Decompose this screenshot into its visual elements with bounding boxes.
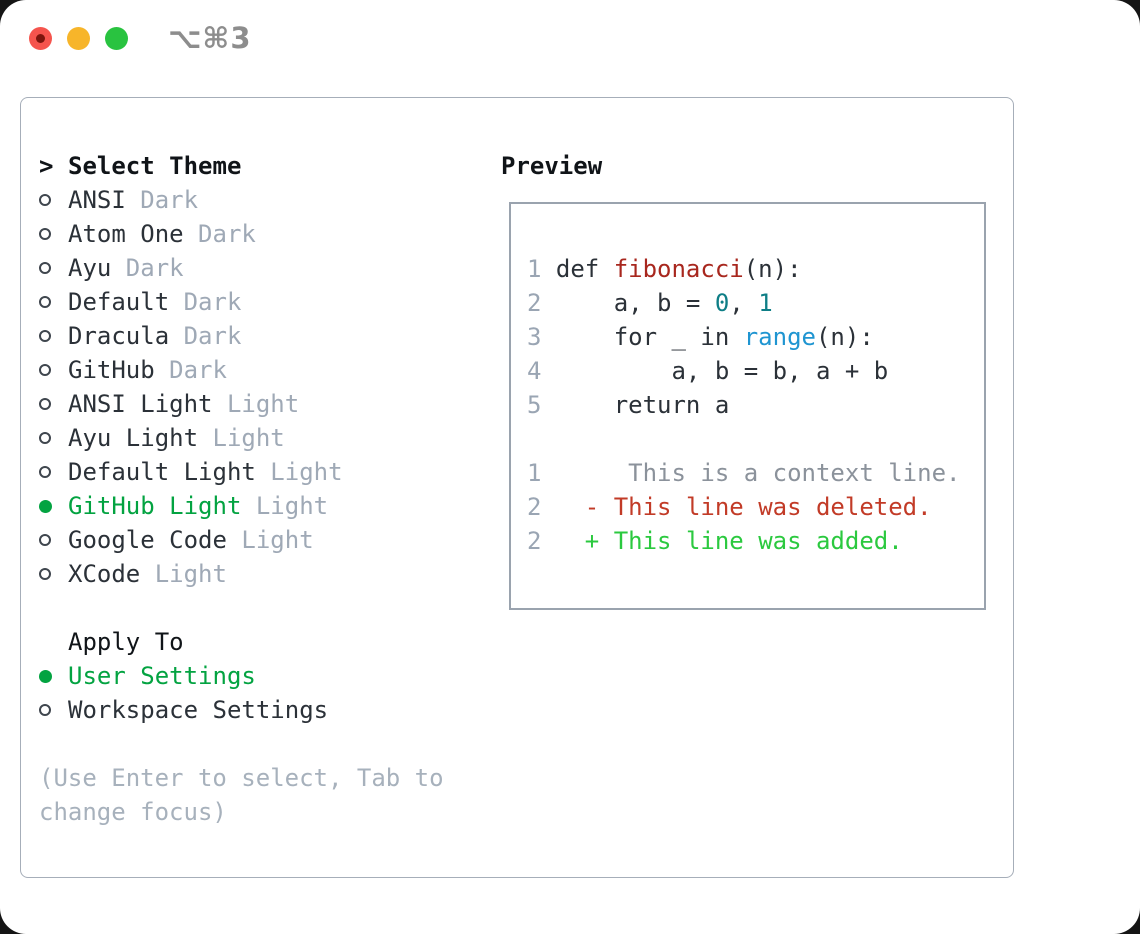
radio-icon <box>39 364 68 376</box>
window-title: ⌥⌘3 <box>168 21 252 55</box>
option-label: ANSI Light <box>68 390 213 418</box>
help-line-2: change focus) <box>39 798 227 826</box>
radio-icon <box>39 568 68 580</box>
line-number: 1 <box>527 459 542 487</box>
window-titlebar: ⌥⌘3 <box>0 0 1140 78</box>
apply-to-option[interactable]: User Settings <box>39 659 491 693</box>
apply-to-header: Apply To <box>39 625 491 659</box>
radio-icon <box>39 262 68 274</box>
option-tag: Dark <box>154 356 227 384</box>
option-tag: Dark <box>169 288 242 316</box>
code-line: 5 return a <box>527 388 960 422</box>
apply-to-title: Apply To <box>68 628 184 656</box>
option-label: Atom One <box>68 220 184 248</box>
code-line: 3 for _ in range(n): <box>527 320 960 354</box>
theme-option[interactable]: Ayu Light Light <box>39 421 491 455</box>
radio-selected-icon <box>39 499 68 513</box>
line-number: 3 <box>527 323 542 351</box>
line-number: 2 <box>527 527 542 555</box>
option-label: Ayu Light <box>68 424 199 452</box>
help-line-1: (Use Enter to select, Tab to <box>39 764 444 792</box>
theme-option[interactable]: Google Code Light <box>39 523 491 557</box>
option-tag: Light <box>198 424 285 452</box>
radio-icon <box>39 466 68 478</box>
line-number: 2 <box>527 493 542 521</box>
option-tag: Light <box>212 390 300 418</box>
spacer <box>39 591 491 625</box>
close-button[interactable] <box>29 27 52 50</box>
radio-icon <box>39 330 68 342</box>
radio-icon <box>39 534 68 546</box>
theme-option[interactable]: ANSI Light Light <box>39 387 491 421</box>
option-label: Google Code <box>68 526 227 554</box>
radio-icon <box>39 228 68 240</box>
radio-icon <box>39 704 68 716</box>
option-tag: Dark <box>169 322 242 350</box>
line-number: 4 <box>527 357 542 385</box>
apply-to-option[interactable]: Workspace Settings <box>39 693 491 727</box>
radio-selected-icon <box>39 669 68 683</box>
theme-option[interactable]: Default Dark <box>39 285 491 319</box>
option-tag: Dark <box>111 254 184 282</box>
option-tag: Light <box>255 458 343 486</box>
line-number: 1 <box>527 255 542 283</box>
prompt-icon: > <box>39 152 54 180</box>
code-line: 2 + This line was added. <box>527 524 960 558</box>
line-number: 5 <box>527 391 542 419</box>
line-number: 2 <box>527 289 542 317</box>
close-dot-icon <box>36 34 45 43</box>
option-label: User Settings <box>68 662 256 690</box>
theme-option[interactable]: Ayu Dark <box>39 251 491 285</box>
theme-option[interactable]: Dracula Dark <box>39 319 491 353</box>
code-line: 1 This is a context line. <box>527 456 960 490</box>
code-line <box>527 422 960 456</box>
theme-option[interactable]: ANSI Dark <box>39 183 491 217</box>
option-tag: Light <box>241 492 329 520</box>
radio-icon <box>39 398 68 410</box>
option-label: Default Light <box>68 458 256 486</box>
theme-option[interactable]: GitHub Dark <box>39 353 491 387</box>
theme-option[interactable]: GitHub Light Light <box>39 489 491 523</box>
spacer <box>39 727 491 761</box>
preview-title: Preview <box>501 152 603 180</box>
code-line: 2 - This line was deleted. <box>527 490 960 524</box>
minimize-button[interactable] <box>67 27 90 50</box>
option-label: Default <box>68 288 170 316</box>
option-label: Ayu <box>68 254 112 282</box>
option-label: ANSI <box>68 186 126 214</box>
radio-icon <box>39 194 68 206</box>
option-tag: Dark <box>183 220 256 248</box>
theme-option[interactable]: XCode Light <box>39 557 491 591</box>
radio-icon <box>39 296 68 308</box>
option-tag: Dark <box>125 186 199 214</box>
zoom-button[interactable] <box>105 27 128 50</box>
option-label: Dracula <box>68 322 170 350</box>
option-label: XCode <box>68 560 141 588</box>
theme-option[interactable]: Default Light Light <box>39 455 491 489</box>
line-number <box>527 422 556 456</box>
select-theme-header: > Select Theme <box>39 149 491 183</box>
preview-header: Preview <box>501 149 602 183</box>
option-tag: Light <box>140 560 227 588</box>
help-text: (Use Enter to select, Tab to change focu… <box>39 761 491 829</box>
select-theme-title: Select Theme <box>68 152 242 180</box>
option-tag: Light <box>226 526 314 554</box>
option-label: GitHub <box>68 356 155 384</box>
code-line: 2 a, b = 0, 1 <box>527 286 960 320</box>
code-line: 4 a, b = b, a + b <box>527 354 960 388</box>
option-label: GitHub Light <box>68 492 242 520</box>
theme-option[interactable]: Atom One Dark <box>39 217 491 251</box>
radio-icon <box>39 432 68 444</box>
option-label: Workspace Settings <box>68 696 329 724</box>
